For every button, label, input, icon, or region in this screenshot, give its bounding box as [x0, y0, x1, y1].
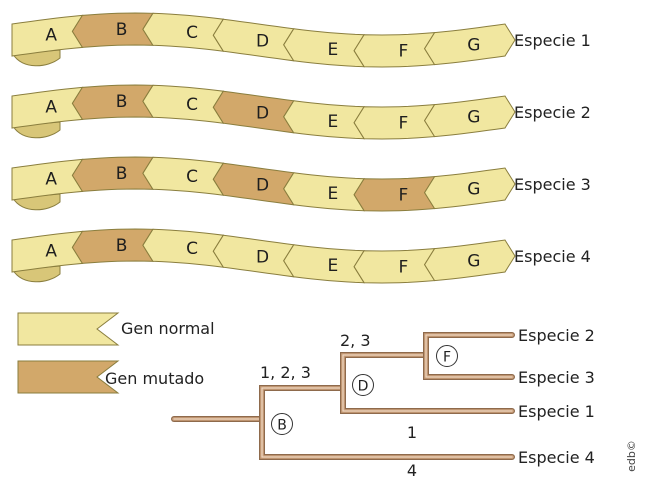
gene-label: B	[116, 92, 128, 112]
legend-mutated-swatch	[17, 360, 120, 394]
mutation-node	[436, 345, 458, 367]
branch-label: 2, 3	[340, 331, 371, 350]
node-label: F	[443, 350, 451, 366]
gene-segment	[424, 23, 516, 66]
mutation-node	[352, 374, 374, 396]
gene-label: F	[399, 186, 409, 206]
leaf-label: Especie 2	[518, 326, 595, 345]
leaf-label: Especie 4	[518, 448, 595, 467]
gene-label: C	[186, 167, 198, 187]
gene-label: B	[116, 164, 128, 184]
gene-label: G	[467, 35, 480, 55]
gene-segment	[71, 228, 154, 264]
gene-label: A	[45, 26, 57, 46]
species-ribbon: A B C D E F G Especie 3	[11, 156, 591, 212]
gene-label: C	[186, 95, 198, 115]
gene-segment	[283, 172, 366, 212]
gene-label: G	[467, 107, 480, 127]
legend-normal-label: Gen normal	[121, 319, 215, 338]
tree-branch	[340, 352, 515, 414]
gene-label: C	[186, 239, 198, 259]
gene-label: D	[256, 176, 269, 196]
gene-segment	[424, 167, 516, 210]
species-ribbon: A B C D E F G Especie 4	[11, 228, 591, 284]
gene-segment	[212, 90, 295, 134]
gene-label: A	[45, 170, 57, 190]
species-label: Especie 2	[514, 103, 591, 122]
gene-label: D	[256, 32, 269, 52]
species-ribbon: A B C D E F G Especie 1	[11, 12, 591, 68]
gene-label: E	[328, 184, 339, 204]
gene-segment	[283, 100, 366, 140]
legend: Gen normal Gen mutado	[17, 312, 215, 394]
species-label: Especie 3	[514, 175, 591, 194]
gene-segment	[71, 84, 154, 120]
gene-segment	[212, 162, 295, 206]
tree-branch	[423, 332, 515, 380]
gene-label: G	[467, 179, 480, 199]
tree-branch	[259, 385, 515, 460]
phylogenetic-tree: B D F 1, 2, 3 2, 3 1 4 Especie 2 Especie 3 Especi…	[171, 326, 595, 480]
gene-label: E	[328, 112, 339, 132]
species-label: Especie 4	[514, 247, 591, 266]
branch-label: 1, 2, 3	[260, 363, 311, 382]
gene-segment	[212, 234, 295, 278]
node-label: B	[277, 418, 287, 434]
gene-segment	[142, 84, 225, 124]
gene-label: F	[399, 258, 409, 278]
gene-segment	[71, 156, 154, 192]
gene-label: A	[45, 98, 57, 118]
mutation-node	[271, 413, 293, 435]
species-ribbon: A B C D E F G Especie 2	[11, 84, 591, 140]
gene-segment	[353, 176, 436, 212]
gene-label: F	[399, 114, 409, 134]
leaf-label: Especie 1	[518, 402, 595, 421]
gene-label: F	[399, 42, 409, 62]
leaf-label: Especie 3	[518, 368, 595, 387]
gene-label: C	[186, 23, 198, 43]
species-label: Especie 1	[514, 31, 591, 50]
gene-segment	[142, 12, 225, 52]
gene-ribbons: A B C D E F G Especie 1 A B C D E F G Especie 2 A B C D E F G E…	[11, 12, 591, 284]
gene-segment	[424, 95, 516, 138]
gene-label: E	[328, 256, 339, 276]
gene-segment	[353, 32, 436, 68]
gene-segment	[212, 18, 295, 62]
gene-label: G	[467, 251, 480, 271]
gene-segment	[283, 244, 366, 284]
branch-label: 4	[407, 461, 417, 480]
gene-segment	[353, 248, 436, 284]
gene-label: D	[256, 248, 269, 268]
gene-segment	[283, 28, 366, 68]
gene-segment	[353, 104, 436, 140]
gene-label: B	[116, 20, 128, 40]
watermark: edb©	[625, 440, 638, 472]
gene-segment	[142, 156, 225, 196]
legend-normal-swatch	[17, 312, 120, 346]
gene-segment	[424, 239, 516, 282]
node-label: D	[358, 379, 369, 395]
gene-label: A	[45, 242, 57, 262]
gene-segment	[142, 228, 225, 268]
legend-mutated-label: Gen mutado	[105, 369, 204, 388]
gene-label: E	[328, 40, 339, 60]
gene-segment	[71, 12, 154, 48]
branch-label: 1	[407, 423, 417, 442]
gene-label: D	[256, 104, 269, 124]
gene-label: B	[116, 236, 128, 256]
